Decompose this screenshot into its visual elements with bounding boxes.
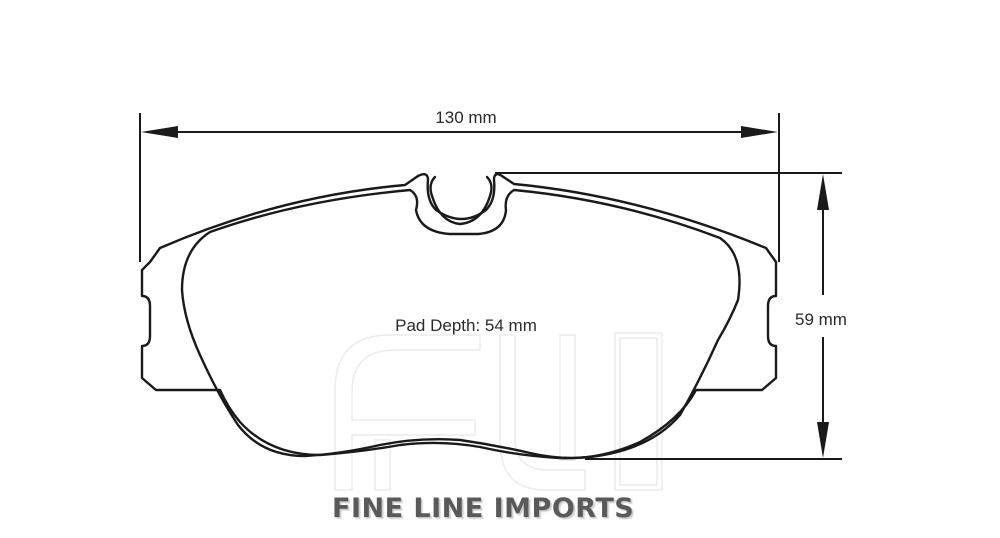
friction-material-outline <box>180 188 741 460</box>
width-label: 130 mm <box>435 108 496 127</box>
height-label: 59 mm <box>795 310 847 329</box>
watermark-logo <box>334 332 663 491</box>
height-dimension <box>495 172 842 460</box>
brand-logo: FINE LINE IMPORTS <box>332 493 635 524</box>
backing-plate-outline <box>140 173 778 460</box>
pad-depth-label: Pad Depth: 54 mm <box>395 316 537 335</box>
center-slot <box>429 175 493 226</box>
width-dimension <box>139 113 780 262</box>
